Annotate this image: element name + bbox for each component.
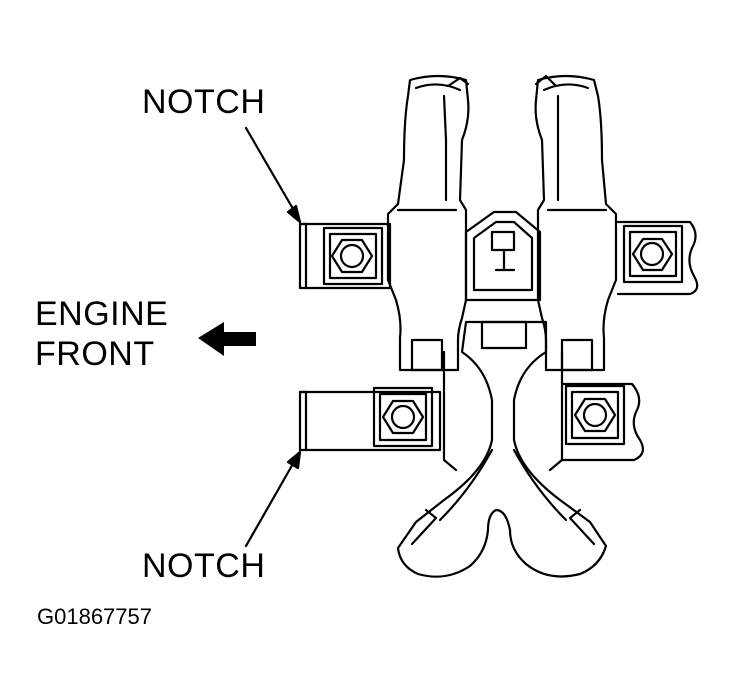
rocker-arm-left-upper — [386, 74, 470, 372]
figure-id: G01867757 — [37, 604, 152, 629]
notch-top-pointer — [244, 126, 302, 224]
rocker-arm-lower-forked — [396, 320, 608, 578]
rocker-arm-right-upper — [534, 74, 618, 372]
upper-rocker-shaft — [298, 220, 699, 296]
lower-rocker-shaft — [298, 382, 645, 462]
left-arrow-icon — [198, 322, 256, 356]
hex-bolt-icon — [322, 226, 384, 286]
engine-front-label: ENGINE FRONT — [35, 294, 168, 374]
hex-bolt-icon — [622, 224, 684, 284]
notch-bottom-pointer — [244, 450, 302, 548]
engine-front-line1: ENGINE — [35, 295, 169, 333]
hex-bolt-icon — [564, 384, 626, 446]
notch-bottom-label: NOTCH — [142, 547, 266, 585]
hex-bolt-icon — [372, 386, 434, 448]
center-bracket-upper — [464, 210, 542, 302]
notch-top-label: NOTCH — [142, 83, 266, 121]
engine-front-line2: FRONT — [35, 335, 155, 373]
